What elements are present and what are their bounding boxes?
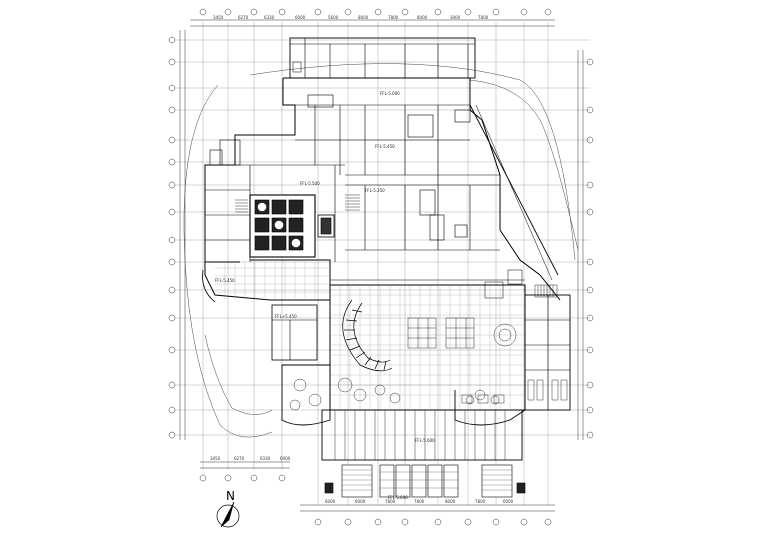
room-label-west-service: FFL+5.450 bbox=[275, 314, 297, 319]
west-lobby-outline bbox=[204, 259, 331, 301]
grid-bubbles-top bbox=[199, 8, 552, 16]
sw-lounge bbox=[281, 364, 331, 426]
grid-bubbles-bottom bbox=[199, 474, 552, 526]
main-outline-west bbox=[204, 78, 296, 263]
dim-br-6: 7800 bbox=[475, 499, 486, 504]
room-label-corridor: FFL-5.500 bbox=[300, 181, 320, 186]
dim-bl-1: 3450 bbox=[210, 456, 221, 461]
room-label-upper: FFL-5.450 bbox=[375, 144, 395, 149]
dim-br-1: 6000 bbox=[325, 499, 336, 504]
north-label: N bbox=[226, 489, 235, 503]
interior-walls-upper bbox=[205, 94, 500, 262]
dim-top-7: 7800 bbox=[388, 15, 399, 20]
north-arrow bbox=[216, 501, 240, 528]
dim-top-3: 6330 bbox=[264, 15, 275, 20]
dim-top-8: 8000 bbox=[417, 15, 428, 20]
planters bbox=[341, 464, 513, 498]
dims-bottom-right: 6000 6000 7800 7800 8000 7800 6000 bbox=[325, 499, 514, 504]
se-lounge bbox=[454, 385, 526, 426]
entrance-canopy bbox=[321, 409, 523, 461]
dim-bl-3: 6330 bbox=[260, 456, 271, 461]
site-curve-east bbox=[469, 79, 579, 251]
dim-top-1: 3450 bbox=[213, 15, 224, 20]
dims-top: 3450 6270 6330 6000 5600 8000 7800 8000 … bbox=[213, 15, 489, 20]
dim-br-3: 7800 bbox=[385, 499, 396, 504]
canopy-lines bbox=[334, 410, 506, 460]
dim-top-9: 3000 bbox=[450, 15, 461, 20]
grid-bubbles-left bbox=[168, 36, 176, 439]
dim-br-4: 7800 bbox=[414, 499, 425, 504]
grid-bubbles-right bbox=[586, 58, 594, 439]
site-boundary-curve-west bbox=[183, 84, 273, 438]
planter-hatch bbox=[342, 469, 512, 491]
main-hall-tile-grid bbox=[330, 285, 525, 410]
room-labels: FFL-5.000 FFL-5.450 FFL-5.500 FFL-5.350 … bbox=[215, 91, 435, 500]
dim-top-2: 6270 bbox=[238, 15, 249, 20]
dimension-lines bbox=[179, 19, 584, 512]
dim-top-10: 7800 bbox=[478, 15, 489, 20]
hall-furniture bbox=[407, 317, 517, 405]
main-outline-east bbox=[283, 77, 561, 301]
west-service-block bbox=[271, 304, 318, 361]
main-hall bbox=[329, 284, 526, 411]
core-stairs-elevators bbox=[249, 194, 335, 258]
dim-top-6: 8000 bbox=[358, 15, 369, 20]
dim-br-2: 6000 bbox=[355, 499, 366, 504]
room-label-north: FFL-5.000 bbox=[380, 91, 400, 96]
site-boundary-curve-north bbox=[249, 63, 576, 261]
dim-br-7: 6000 bbox=[503, 499, 514, 504]
spiral-stair bbox=[342, 299, 393, 372]
west-lobby-tile-grid bbox=[215, 262, 330, 300]
dim-br-5: 8000 bbox=[445, 499, 456, 504]
room-label-center: FFL-5.350 bbox=[365, 188, 385, 193]
dim-bl-2: 6270 bbox=[234, 456, 245, 461]
room-label-dropoff: FFL-5.600 bbox=[388, 495, 408, 500]
dim-top-5: 5600 bbox=[328, 15, 339, 20]
dim-bl-4: 6000 bbox=[280, 456, 291, 461]
west-ramp bbox=[204, 334, 273, 415]
stair-hatch bbox=[235, 194, 360, 213]
room-label-west-lobby: FFL-5.450 bbox=[215, 278, 235, 283]
east-stair bbox=[534, 284, 558, 298]
room-label-canopy: FFL-5.600 bbox=[415, 438, 435, 443]
dims-bottom-left: 3450 6270 6330 6000 bbox=[210, 456, 291, 461]
dim-top-4: 6000 bbox=[295, 15, 306, 20]
east-rooms bbox=[524, 294, 571, 411]
